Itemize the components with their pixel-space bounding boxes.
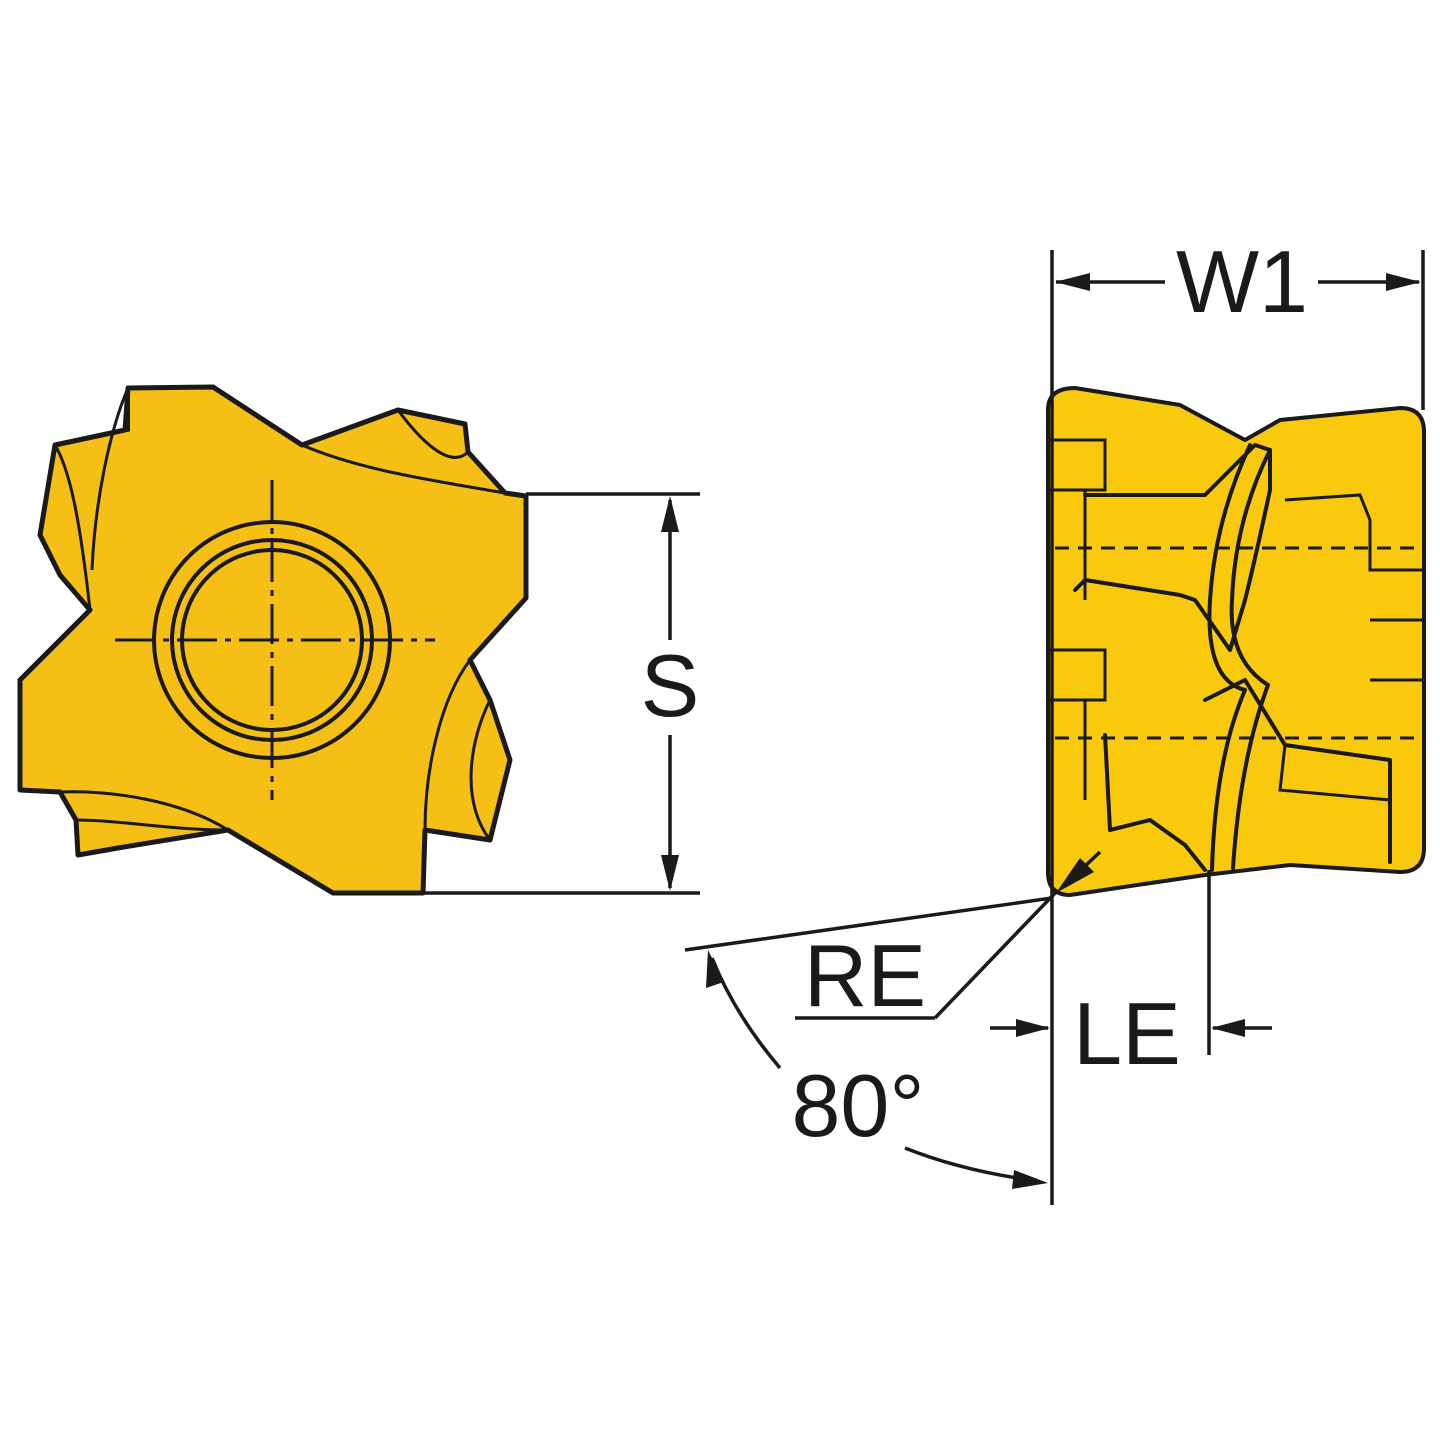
w1-label: W1: [1176, 232, 1308, 331]
s-label: S: [641, 636, 700, 735]
side-view-right-steps: [1278, 493, 1424, 802]
side-view-helix: [1207, 443, 1252, 872]
angle-reference-line: [684, 896, 1053, 952]
top-view-flute-upper-left: [53, 387, 130, 611]
dimension-re: RE: [795, 850, 1102, 1025]
angle-label: 80°: [791, 1056, 924, 1155]
side-view-helix-2: [1229, 448, 1272, 870]
dimension-w1: W1: [1050, 232, 1425, 1205]
side-view-flute-upper: [1073, 443, 1272, 652]
re-label: RE: [804, 926, 926, 1025]
re-leader-diagonal: [933, 888, 1060, 1020]
angle-arrow-lower: [1012, 1170, 1048, 1189]
s-arrow-bottom: [661, 855, 679, 891]
dimension-le: LE: [990, 870, 1272, 1083]
re-arrow-tail: [1083, 850, 1102, 868]
s-arrow-top: [661, 496, 679, 532]
re-arrow: [1056, 858, 1094, 893]
le-arrow-right: [1211, 1019, 1245, 1037]
top-view-face-edge: [18, 385, 528, 895]
le-arrow-left: [1016, 1019, 1050, 1037]
top-view-flute-upper-right: [301, 409, 506, 495]
top-view-flute-lower-left: [59, 790, 229, 832]
angle-arrow-upper: [706, 950, 724, 988]
insert-top-view: [17, 384, 529, 896]
le-label: LE: [1073, 984, 1181, 1083]
side-view-left-steps: [1048, 438, 1107, 800]
dimension-angle: 80°: [684, 896, 1053, 1189]
dimension-s: S: [423, 492, 700, 895]
angle-arc-upper: [710, 957, 782, 1070]
top-view-flute-lower-right: [423, 659, 492, 841]
w1-arrow-right: [1386, 273, 1421, 291]
insert-side-view: [1046, 386, 1426, 897]
w1-arrow-left: [1055, 273, 1090, 291]
